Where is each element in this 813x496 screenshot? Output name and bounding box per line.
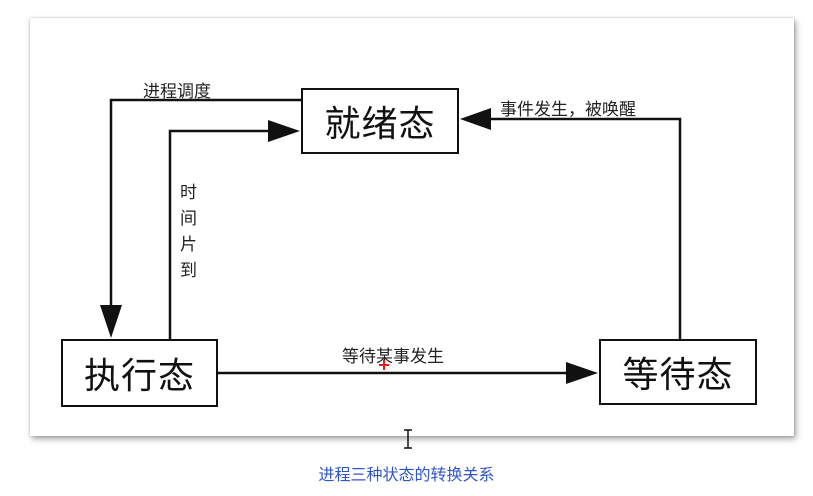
arrow-timeslice [168,129,273,339]
state-waiting: 等待态 [599,339,757,405]
label-schedule: 进程调度 [143,82,211,102]
label-event-occurs: 事件发生，被唤醒 [500,100,636,120]
state-running: 执行态 [61,339,218,407]
arrow-schedule [109,98,301,311]
arrowhead-timeslice [268,120,300,142]
arrow-event [488,117,682,339]
arrowhead-wait [566,362,598,384]
state-ready: 就绪态 [301,88,459,154]
arrowhead-schedule [100,305,122,338]
arrowhead-event [460,108,491,130]
red-cross-marker-icon [379,360,389,370]
diagram-caption: 进程三种状态的转换关系 [318,465,495,484]
text-cursor-icon [404,429,412,449]
label-timeslice: 时间片到 [176,183,196,287]
label-wait-event: 等待某事发生 [342,347,444,367]
